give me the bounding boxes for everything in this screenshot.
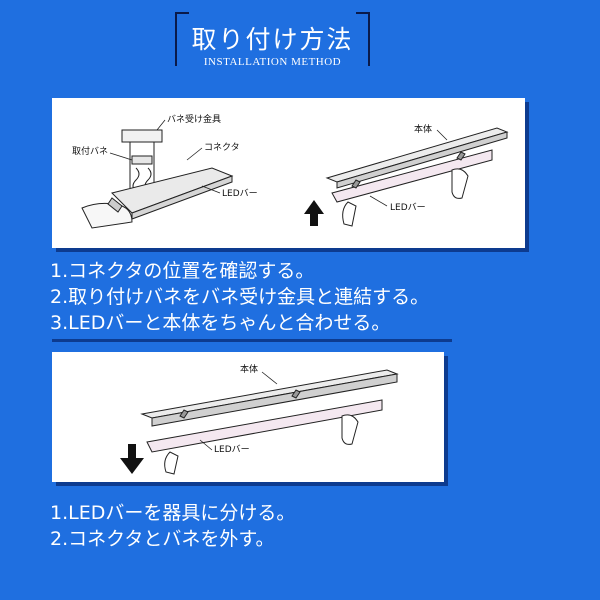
body-led-illustration	[325, 127, 509, 227]
remove-diagram-panel: 本体 LEDバー	[52, 352, 444, 482]
label-led-bar-right: LEDバー	[390, 202, 426, 213]
install-step-2: 2.取り付けバネをバネ受け金具と連結する。	[50, 286, 430, 308]
remove-steps: 1.LEDバーを器具に分ける。 2.コネクタとバネを外す。	[50, 500, 295, 552]
leader-lines-remove	[199, 371, 278, 451]
install-diagram-panel: バネ受け金具 コネクタ 取付バネ LEDバー 本体 LEDバー	[52, 98, 525, 248]
remove-step-1: 1.LEDバーを器具に分ける。	[50, 502, 296, 524]
label-body-remove: 本体	[240, 363, 258, 375]
install-steps: 1.コネクタの位置を確認する。 2.取り付けバネをバネ受け金具と連結する。 3.…	[50, 258, 429, 336]
bracket-illustration	[81, 129, 234, 229]
page-title: 取り付け方法	[191, 25, 354, 54]
page-subtitle: INSTALLATION METHOD	[203, 56, 342, 68]
section-header: 取り付け方法 INSTALLATION METHOD	[175, 12, 370, 72]
header-bracket-right	[356, 12, 370, 66]
label-spring: 取付バネ	[72, 146, 108, 157]
up-arrow-icon	[304, 200, 324, 226]
remove-illustration	[140, 369, 399, 475]
label-body-right: 本体	[414, 123, 432, 135]
leader-lines	[109, 119, 448, 207]
label-spring-receiver: バネ受け金具	[167, 113, 221, 125]
remove-diagram: 本体 LEDバー	[120, 363, 399, 475]
down-arrow-icon	[120, 444, 144, 474]
install-step-1: 1.コネクタの位置を確認する。	[50, 260, 315, 282]
install-step-3: 3.LEDバーと本体をちゃんと合わせる。	[50, 312, 391, 334]
install-diagram: バネ受け金具 コネクタ 取付バネ LEDバー 本体 LEDバー	[72, 113, 509, 229]
remove-step-2: 2.コネクタとバネを外す。	[50, 528, 275, 550]
header-bracket-left	[175, 12, 189, 66]
label-led-bar-remove: LEDバー	[214, 444, 250, 455]
label-connector: コネクタ	[204, 142, 240, 153]
section-divider	[52, 339, 452, 342]
label-led-bar-left: LEDバー	[222, 188, 258, 199]
